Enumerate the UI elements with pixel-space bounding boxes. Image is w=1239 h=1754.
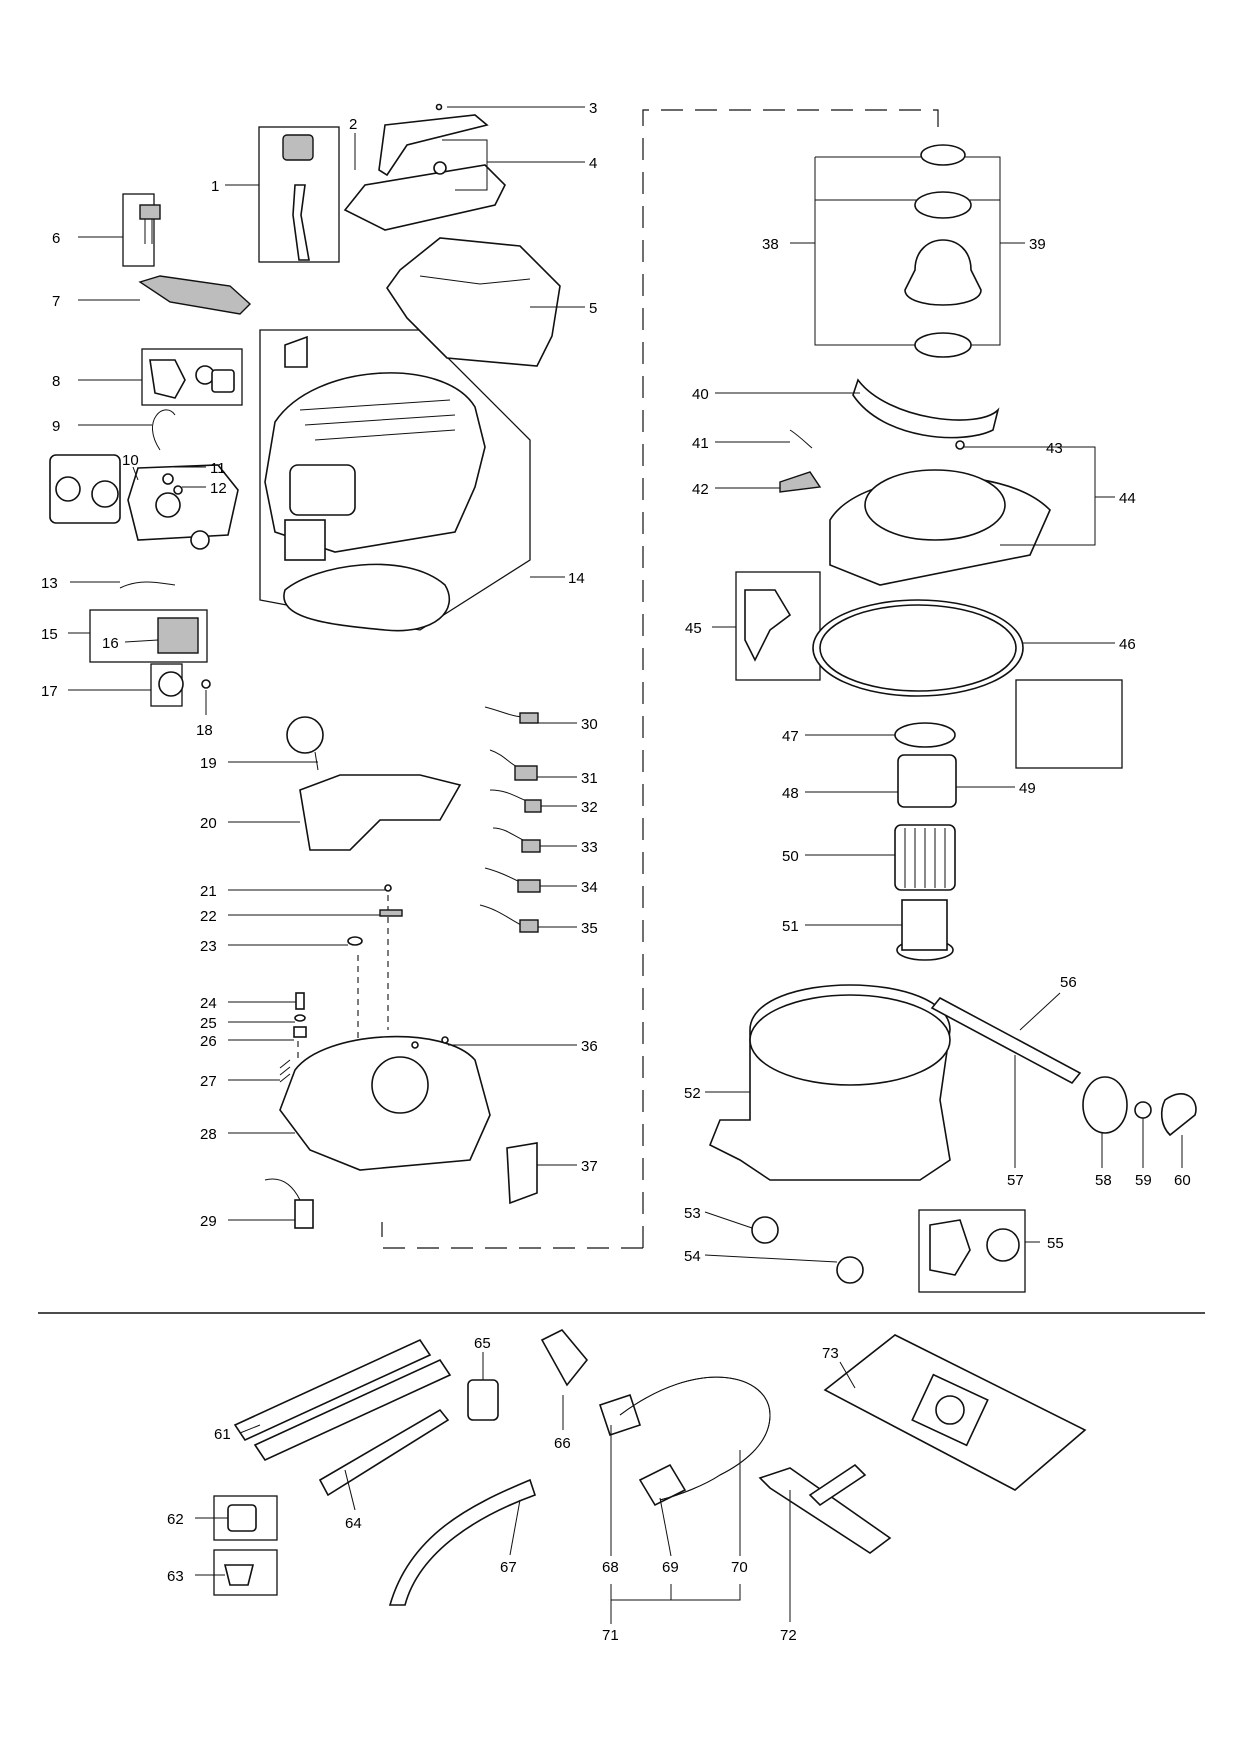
callout-27: 27 xyxy=(200,1073,217,1090)
callout-11: 11 xyxy=(210,460,226,477)
callout-16: 16 xyxy=(102,635,119,652)
callout-8: 8 xyxy=(52,373,60,390)
callout-66: 66 xyxy=(554,1435,571,1452)
callout-54: 54 xyxy=(684,1248,701,1265)
callout-22: 22 xyxy=(200,908,217,925)
callout-24: 24 xyxy=(200,995,217,1012)
callout-35: 35 xyxy=(581,920,598,937)
callout-3: 3 xyxy=(589,100,597,117)
callout-63: 63 xyxy=(167,1568,184,1585)
callout-18: 18 xyxy=(196,722,213,739)
callout-13: 13 xyxy=(41,575,58,592)
callout-55: 55 xyxy=(1047,1235,1064,1252)
diagram-frames xyxy=(38,109,1205,1624)
callout-4: 4 xyxy=(589,155,597,172)
callout-12: 12 xyxy=(210,480,227,497)
callout-15: 15 xyxy=(41,626,58,643)
callout-53: 53 xyxy=(684,1205,701,1222)
callout-21: 21 xyxy=(200,883,217,900)
callout-71: 71 xyxy=(602,1627,619,1644)
callout-25: 25 xyxy=(200,1015,217,1032)
callout-46: 46 xyxy=(1119,636,1136,653)
callout-7: 7 xyxy=(52,293,60,310)
callout-69: 69 xyxy=(662,1559,679,1576)
callout-62: 62 xyxy=(167,1511,184,1528)
callout-49: 49 xyxy=(1019,780,1036,797)
callout-26: 26 xyxy=(200,1033,217,1050)
callout-51: 51 xyxy=(782,918,799,935)
callout-52: 52 xyxy=(684,1085,701,1102)
callout-70: 70 xyxy=(731,1559,748,1576)
callout-72: 72 xyxy=(780,1627,797,1644)
callout-labels: 1 2 3 4 5 6 7 8 9 10 11 12 13 14 15 16 1… xyxy=(41,100,1191,1644)
callout-39: 39 xyxy=(1029,236,1046,253)
callout-34: 34 xyxy=(581,879,598,896)
callout-5: 5 xyxy=(589,300,597,317)
callout-10: 10 xyxy=(122,452,139,469)
callout-14: 14 xyxy=(568,570,585,587)
callout-60: 60 xyxy=(1174,1172,1191,1189)
callout-17: 17 xyxy=(41,683,58,700)
callout-32: 32 xyxy=(581,799,598,816)
callout-42: 42 xyxy=(692,481,709,498)
callout-33: 33 xyxy=(581,839,598,856)
callout-61: 61 xyxy=(214,1426,231,1443)
callout-20: 20 xyxy=(200,815,217,832)
callout-28: 28 xyxy=(200,1126,217,1143)
callout-23: 23 xyxy=(200,938,217,955)
callout-38: 38 xyxy=(762,236,779,253)
leader-lines xyxy=(68,106,1183,1622)
callout-45: 45 xyxy=(685,620,702,637)
callout-59: 59 xyxy=(1135,1172,1152,1189)
callout-41: 41 xyxy=(692,435,709,452)
callout-50: 50 xyxy=(782,848,799,865)
callout-65: 65 xyxy=(474,1335,491,1352)
callout-73: 73 xyxy=(822,1345,839,1362)
callout-31: 31 xyxy=(581,770,598,787)
callout-64: 64 xyxy=(345,1515,362,1532)
callout-2: 2 xyxy=(349,116,357,133)
parts-artwork xyxy=(49,103,1197,1606)
callout-47: 47 xyxy=(782,728,799,745)
callout-1: 1 xyxy=(211,178,219,195)
callout-19: 19 xyxy=(200,755,217,772)
callout-36: 36 xyxy=(581,1038,598,1055)
callout-67: 67 xyxy=(500,1559,517,1576)
callout-30: 30 xyxy=(581,716,598,733)
callout-57: 57 xyxy=(1007,1172,1024,1189)
callout-43: 43 xyxy=(1046,440,1063,457)
callout-58: 58 xyxy=(1095,1172,1112,1189)
callout-44: 44 xyxy=(1119,490,1136,507)
callout-37: 37 xyxy=(581,1158,598,1175)
callout-48: 48 xyxy=(782,785,799,802)
callout-40: 40 xyxy=(692,386,709,403)
callout-6: 6 xyxy=(52,230,60,247)
callout-56: 56 xyxy=(1060,974,1077,991)
callout-29: 29 xyxy=(200,1213,217,1230)
callout-9: 9 xyxy=(52,418,60,435)
callout-68: 68 xyxy=(602,1559,619,1576)
